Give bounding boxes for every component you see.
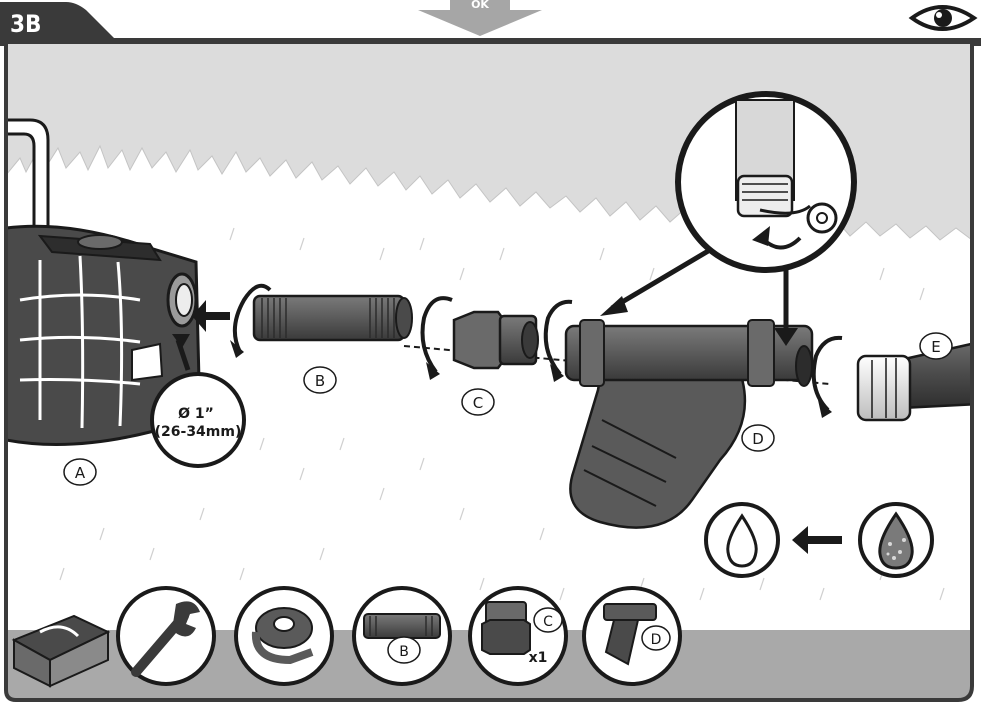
eye-icon — [912, 7, 974, 29]
pipe-nipple-b — [254, 296, 412, 340]
svg-text:D: D — [752, 430, 764, 448]
measurement-line1: Ø 1” — [178, 406, 214, 422]
tool-wrench — [118, 588, 214, 684]
pump-outlet-plug — [132, 344, 162, 380]
part-label-a: A — [64, 459, 96, 485]
measurement-line2: (26-34mm) — [155, 424, 242, 440]
tool-adapter-label: C — [543, 614, 553, 630]
svg-text:C: C — [473, 394, 483, 412]
part-label-d: D — [742, 425, 774, 451]
ok-down-arrow: OK — [418, 0, 542, 36]
pump-cap — [78, 235, 122, 249]
adapter-c — [454, 312, 538, 368]
tool-pipe-nipple: B — [354, 588, 450, 684]
tool-adapter-qty: x1 — [529, 650, 548, 666]
tool-filter-label: D — [651, 632, 662, 648]
dirty-water-icon — [860, 504, 932, 576]
part-label-b: B — [304, 367, 336, 393]
tool-adapter: C x1 — [470, 588, 566, 684]
part-label-c: C — [462, 389, 494, 415]
step-label: 3B — [10, 10, 41, 38]
svg-text:E: E — [931, 338, 940, 356]
svg-text:A: A — [75, 464, 86, 482]
svg-text:B: B — [315, 372, 325, 390]
tool-pipe-nipple-label: B — [399, 644, 409, 660]
pump-outlet — [168, 274, 196, 326]
step-header: 3B OK — [0, 0, 981, 46]
tool-filter: D — [584, 588, 680, 684]
clean-water-icon — [706, 504, 778, 576]
tool-ptfe-tape — [236, 588, 332, 684]
ok-arrow-label: OK — [471, 0, 489, 11]
part-label-e: E — [920, 333, 952, 359]
